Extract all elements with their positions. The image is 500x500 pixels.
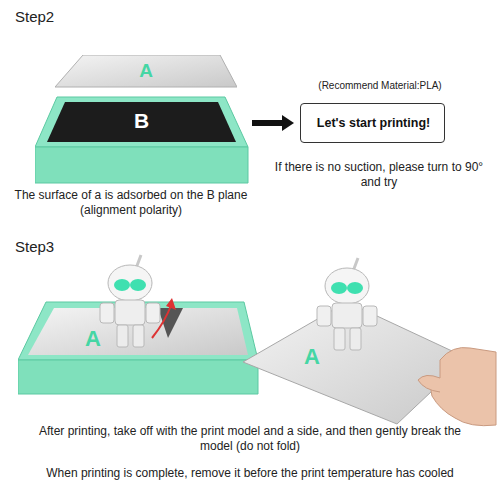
shape-face <box>35 97 248 147</box>
note-text: (Recommend Material:PLA) <box>295 80 465 93</box>
removed-sheet-outline <box>235 292 497 428</box>
screen-message: Let's start printing! <box>300 103 445 143</box>
node-label: A <box>73 326 113 352</box>
shape-face <box>18 360 258 394</box>
arrow-line <box>252 120 283 126</box>
flow-arrow <box>252 115 294 131</box>
step-heading: Step2 <box>15 8 135 27</box>
shape-face <box>243 302 467 424</box>
shape-face <box>158 308 183 338</box>
note-text: If there is no suction, please turn to 9… <box>266 160 492 190</box>
arrow-head <box>282 115 294 131</box>
shape-face <box>55 55 237 87</box>
magnetic-base: B <box>35 95 249 187</box>
note-text: After printing, take off with the print … <box>25 424 475 454</box>
shape-face <box>18 302 258 360</box>
print-platform: A <box>18 298 260 398</box>
magnetic-base-outline <box>35 95 249 187</box>
removed-sheet: A <box>235 292 497 428</box>
magnetic-sheet: A <box>55 55 237 91</box>
node-label: A <box>287 344 337 370</box>
note-text: The surface of a is adsorbed on the B pl… <box>0 188 262 218</box>
node-label: Let's start printing! <box>301 116 446 130</box>
print-platform-outline <box>18 298 260 398</box>
shape-face <box>28 308 248 355</box>
note-text: When printing is complete, remove it bef… <box>25 466 475 481</box>
shape-face <box>35 147 248 183</box>
step-heading: Step3 <box>15 238 135 257</box>
node-label: B <box>35 109 248 133</box>
node-label: A <box>55 60 237 82</box>
